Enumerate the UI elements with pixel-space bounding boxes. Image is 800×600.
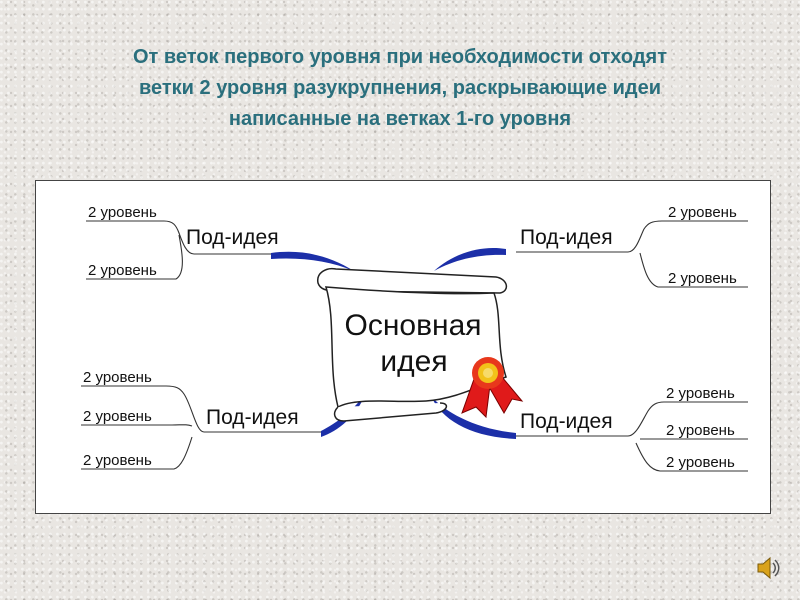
level2-bl-3: 2 уровень <box>83 452 152 469</box>
connector-tl <box>86 220 271 280</box>
subidea-top-left: Под-идея <box>186 226 279 249</box>
branch-bottom-left <box>321 393 366 437</box>
ribbon-seal-icon <box>461 357 524 419</box>
center-idea-line-1: Основная <box>344 309 481 342</box>
subidea-top-right: Под-идея <box>520 226 613 249</box>
level2-bl-2: 2 уровень <box>83 408 152 425</box>
level2-tr-2: 2 уровень <box>668 270 737 287</box>
connector-bl <box>81 385 321 470</box>
level2-br-1: 2 уровень <box>666 385 735 402</box>
first-level-branches <box>271 247 516 439</box>
branch-top-left <box>271 251 354 271</box>
connector-br <box>516 401 748 472</box>
speaker-icon[interactable] <box>752 553 782 583</box>
level2-bl-1: 2 уровень <box>83 369 152 386</box>
level2-br-3: 2 уровень <box>666 454 735 471</box>
mind-map-diagram: Основная идея Под-идея Под-идея Под-идея… <box>35 180 771 514</box>
level2-tr-1: 2 уровень <box>668 204 737 221</box>
second-level-connectors <box>81 220 748 472</box>
subidea-bottom-right: Под-идея <box>520 410 613 433</box>
level2-tl-1: 2 уровень <box>88 204 157 221</box>
subidea-bottom-left: Под-идея <box>206 406 299 429</box>
title-line-2: ветки 2 уровня разукрупнения, раскрывающ… <box>138 77 662 99</box>
title-line-1: От веток первого уровня при необходимост… <box>132 46 667 68</box>
level2-br-2: 2 уровень <box>666 422 735 439</box>
title-line-3: написанные на ветках 1-го уровня <box>228 108 572 130</box>
center-idea-line-2: идея <box>380 345 447 378</box>
mind-map-canvas: Основная идея Под-идея Под-идея Под-идея… <box>81 204 748 472</box>
level2-tl-2: 2 уровень <box>88 262 157 279</box>
scroll-icon <box>317 267 508 422</box>
branch-bottom-right <box>431 396 516 439</box>
slide-title: От веток первого уровня при необходимост… <box>40 42 760 135</box>
connector-tr <box>516 220 748 288</box>
branch-top-right <box>434 247 506 271</box>
